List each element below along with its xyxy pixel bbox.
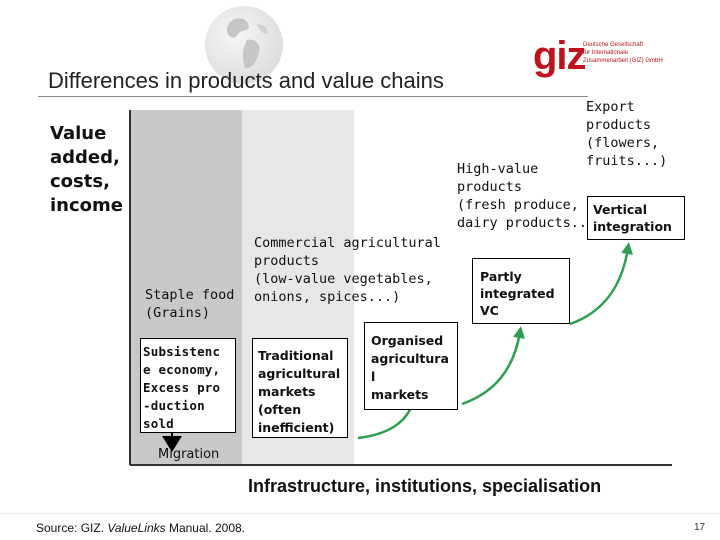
source-suffix: Manual. 2008. <box>165 521 246 535</box>
source-citation: Source: GIZ. ValueLinks Manual. 2008. <box>36 521 245 535</box>
subsistence-line: -duction <box>143 398 205 413</box>
y-axis-line: added, <box>50 147 120 168</box>
migration-label: Migration <box>158 447 220 462</box>
commercial-line: products <box>254 253 320 269</box>
source-italic-2: Links <box>137 521 166 535</box>
subsistence-economy-box: Subsistenc e economy, Excess pro -ductio… <box>140 338 236 433</box>
subsistence-line: Excess pro <box>143 380 221 395</box>
partly-integrated-vc-box: Partly integrated VC <box>472 258 570 324</box>
traditional-line: inefficient) <box>258 420 335 435</box>
giz-logo: giz <box>533 34 587 78</box>
commercial-products-label: Commercial agricultural products (low-va… <box>254 234 441 306</box>
staple-line: Staple food <box>145 287 235 303</box>
high-value-line: (fresh produce, <box>457 197 579 213</box>
partly-line: VC <box>480 303 499 318</box>
organised-line: agricultura <box>371 351 449 366</box>
traditional-line: agricultural <box>258 366 341 381</box>
title-underline <box>38 96 588 97</box>
page-number: 17 <box>694 522 706 533</box>
export-line: products <box>586 117 652 133</box>
globe-watermark-icon <box>205 6 283 84</box>
y-axis-line: income <box>50 195 123 216</box>
source-prefix: Source: GIZ. <box>36 521 108 535</box>
y-axis-line: costs, <box>50 171 110 192</box>
subsistence-line: sold <box>143 416 174 431</box>
x-axis-label: Infrastructure, institutions, specialisa… <box>248 476 602 496</box>
traditional-line: Traditional <box>258 348 334 363</box>
y-axis-label: Value added, costs, income <box>50 122 123 218</box>
growth-arrow-3 <box>569 242 633 326</box>
source-italic: Value <box>107 521 138 535</box>
organised-markets-box: Organised agricultura l markets <box>364 322 458 410</box>
traditional-line: (often <box>258 402 302 417</box>
organised-line: l <box>371 369 376 384</box>
partly-line: integrated <box>480 286 555 301</box>
export-line: Export <box>586 99 635 115</box>
staple-products-label: Staple food (Grains) <box>145 286 234 322</box>
traditional-line: markets <box>258 384 316 399</box>
export-products-label: Export products (flowers, fruits...) <box>586 98 667 170</box>
high-value-line: products <box>457 179 523 195</box>
organised-line: markets <box>371 387 429 402</box>
commercial-line: (low-value vegetables, <box>254 271 433 287</box>
logo-line: für Internationale <box>583 50 629 56</box>
vertical-integration-box: Vertical integration <box>587 196 685 240</box>
high-value-line: dairy products..) <box>457 215 596 231</box>
footer-divider <box>0 513 720 514</box>
globe-continents-icon <box>227 18 268 69</box>
y-axis-line: Value <box>50 123 107 144</box>
high-value-line: High-value <box>457 161 539 177</box>
export-line: fruits...) <box>586 153 668 169</box>
growth-arrow-2 <box>461 326 525 406</box>
logo-line: Deutsche Gesellschaft <box>583 42 644 48</box>
export-line: (flowers, <box>586 135 660 151</box>
high-value-products-label: High-value products (fresh produce, dair… <box>457 160 595 232</box>
giz-logo-text: Deutsche Gesellschaft für Internationale… <box>583 41 663 65</box>
vertical-line: integration <box>593 219 672 234</box>
organised-line: Organised <box>371 333 444 348</box>
subsistence-line: Subsistenc <box>143 344 221 359</box>
subsistence-line: e economy, <box>143 362 221 377</box>
staple-line: (Grains) <box>145 305 211 321</box>
partly-line: Partly <box>480 269 522 284</box>
logo-line: Zusammenarbeit (GIZ) GmbH <box>583 58 663 64</box>
traditional-markets-box: Traditional agricultural markets (often … <box>252 338 348 438</box>
commercial-line: Commercial agricultural <box>254 235 441 251</box>
migration-arrowhead <box>162 436 182 452</box>
slide-title: Differences in products and value chains <box>48 68 444 93</box>
commercial-line: onions, spices...) <box>254 289 401 305</box>
vertical-line: Vertical <box>593 202 648 217</box>
